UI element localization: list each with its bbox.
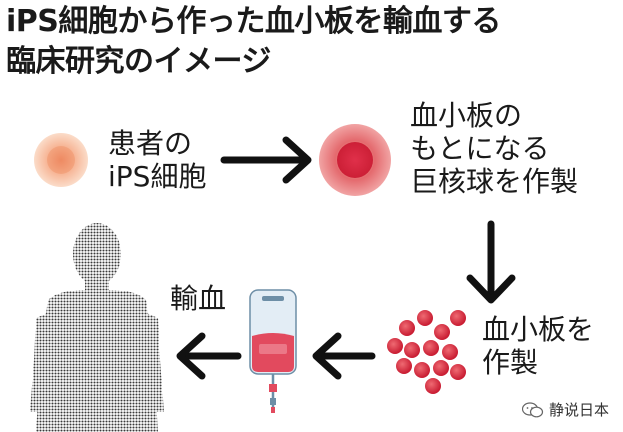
watermark-text: 静说日本 [548, 401, 609, 419]
ips-cell-icon [34, 133, 88, 187]
label-megakaryocyte-line-3: 巨核球を作製 [410, 165, 579, 198]
title-line-2: 臨床研究のイメージ [6, 44, 271, 79]
platelets-icon [387, 310, 466, 394]
megakaryocyte-icon [319, 124, 391, 196]
label-platelets: 血小板を 作製 [482, 313, 594, 379]
watermark: 静说日本 [521, 399, 609, 420]
blood-bag-icon [249, 289, 297, 413]
title-line-1: iPS細胞から作った血小板を輸血する [6, 4, 501, 39]
label-megakaryocyte-line-1: 血小板の [410, 99, 523, 132]
person-silhouette-icon [30, 223, 164, 432]
label-patient-ips: 患者の iPS細胞 [108, 127, 206, 193]
arrow-icon [176, 332, 242, 380]
label-platelets-line-2: 作製 [482, 346, 539, 379]
arrow-icon [312, 332, 376, 380]
label-megakaryocyte: 血小板の もとになる 巨核球を作製 [410, 99, 578, 198]
label-transfusion: 輸血 [170, 282, 227, 315]
wechat-icon [521, 401, 544, 417]
arrow-icon [220, 136, 312, 184]
arrow-icon [466, 220, 516, 304]
label-patient-ips-line-2: iPS細胞 [108, 160, 207, 193]
label-platelets-line-1: 血小板を [482, 313, 595, 346]
label-megakaryocyte-line-2: もとになる [410, 132, 550, 165]
label-patient-ips-line-1: 患者の [108, 127, 193, 160]
